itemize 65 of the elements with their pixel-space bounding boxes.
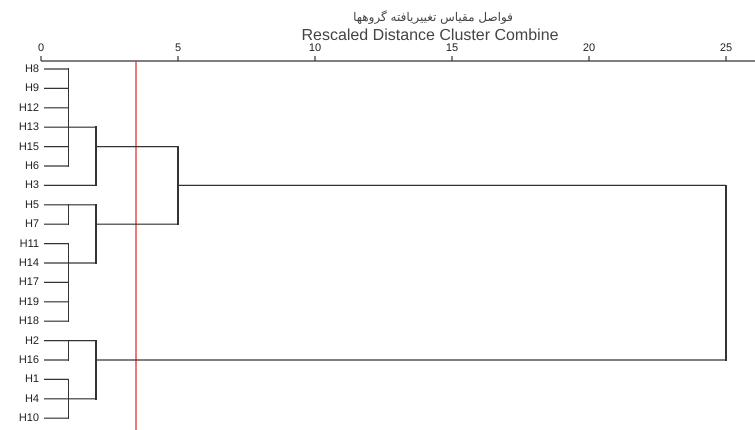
tick-label: 20 (582, 42, 596, 54)
leaf-label: H14 (18, 257, 39, 269)
leaf-label: H15 (18, 140, 39, 153)
dendrogram-branch (68, 126, 96, 128)
dendrogram-branch (96, 224, 178, 225)
dendrogram-branch (44, 68, 68, 70)
leaf-label: H16 (18, 354, 39, 366)
leaf-label: H8 (24, 63, 39, 75)
leaf-label: H17 (18, 276, 39, 288)
axis-title: Rescaled Distance Cluster Combine (302, 27, 558, 44)
leaf-label: H6 (24, 160, 39, 172)
merge-line (177, 146, 179, 225)
leaf-label: H18 (18, 315, 39, 328)
leaf-label: H4 (24, 392, 39, 405)
dendrogram-branch (178, 184, 726, 186)
dendrogram-branch (44, 126, 68, 128)
merge-line (68, 340, 70, 361)
leaf-label: H10 (18, 412, 39, 424)
leaf-label: H5 (24, 198, 39, 211)
dendrogram-branch (68, 262, 96, 264)
dendrogram-branch (44, 224, 68, 225)
leaf-label: H2 (24, 334, 39, 347)
dendrogram-branch (68, 340, 96, 342)
dendrogram-branch (44, 204, 68, 206)
tick-label: 0 (38, 42, 44, 54)
merge-line (95, 204, 97, 264)
merge-line (95, 126, 97, 186)
merge-line (68, 378, 70, 419)
dendrogram-branch (44, 398, 68, 400)
dendrogram-branch (44, 378, 68, 380)
dendrogram-branch (44, 165, 68, 167)
leaf-label: H7 (24, 218, 39, 230)
merge-line (68, 204, 70, 225)
dendrogram-branch (68, 398, 96, 400)
leaf-label: H19 (18, 296, 39, 308)
title: فواصل مقیاس تغییریافته گروهها (353, 10, 513, 24)
dendrogram-branch (44, 146, 68, 148)
leaf-label: H12 (18, 102, 39, 114)
dendrogram-branch (44, 88, 68, 89)
tick-label: 25 (720, 42, 732, 54)
dendrogram-branch (44, 107, 68, 108)
dendrogram-branch (68, 204, 96, 206)
leaf-label: H11 (20, 238, 39, 250)
dendrogram-branch (44, 320, 68, 322)
leaf-label: H1 (24, 373, 39, 386)
tick-label: 10 (308, 42, 322, 54)
dendrogram-branch (96, 146, 178, 148)
merge-line (68, 242, 70, 322)
dendrogram-branch (44, 301, 68, 302)
tick-label: 5 (174, 42, 182, 54)
dendrogram-branch (44, 359, 68, 361)
leaf-label: H9 (24, 82, 39, 94)
dendrogram-branch (44, 262, 68, 264)
merge-line (95, 340, 97, 400)
dendrogram-branch (44, 282, 68, 283)
dendrogram-branch (44, 184, 96, 186)
dendrogram-branch (44, 418, 68, 419)
leaf-label: H3 (24, 179, 39, 192)
dendrogram-branch (44, 243, 68, 244)
dendrogram-branch (44, 340, 68, 342)
tick-label: 15 (446, 42, 458, 54)
merge-line (68, 68, 70, 167)
dendrogram-branch (96, 359, 726, 361)
leaf-label: H13 (18, 121, 39, 134)
merge-line (725, 184, 727, 361)
